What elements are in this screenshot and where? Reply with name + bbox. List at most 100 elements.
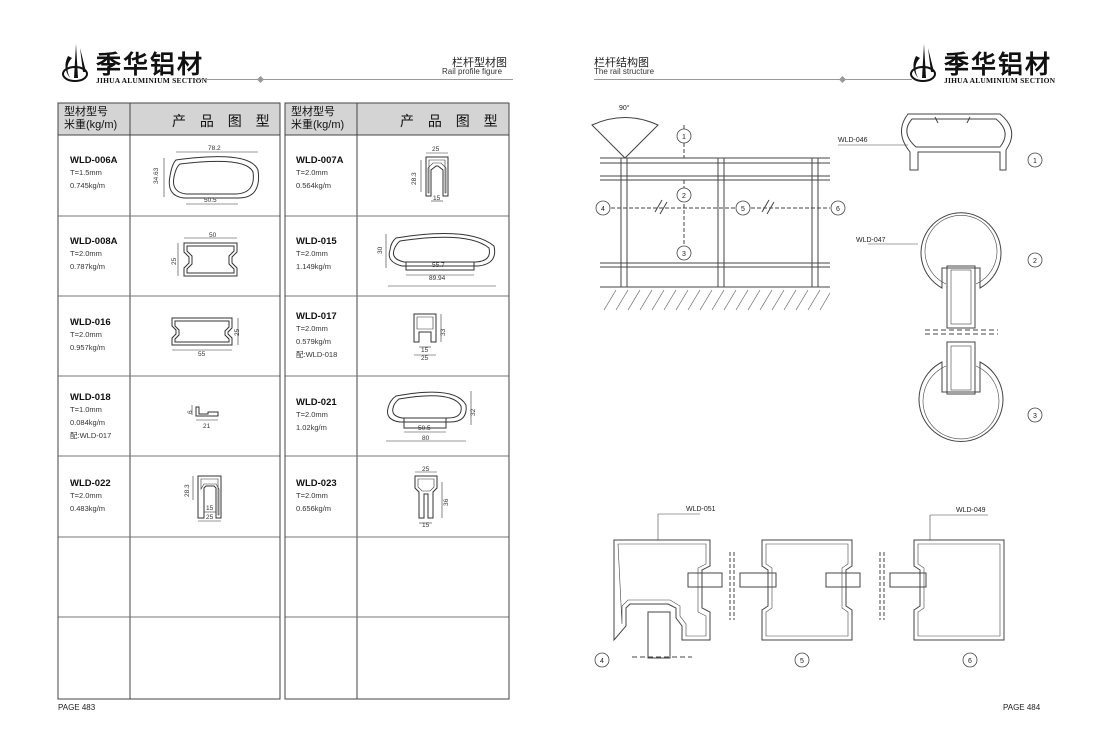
col-header-image: 产 品 图 型 (172, 113, 275, 129)
model-code: WLD-021 (296, 397, 337, 408)
dim-label: 50.5 (418, 425, 431, 432)
dim-label: 28.3 (411, 172, 418, 185)
weight: 0.564kg/m (296, 181, 332, 190)
section-wld-047 (868, 212, 1002, 335)
left-page-subtitle: Rail profile figure (442, 67, 503, 76)
table-row: WLD-017 T=2.0mm 0.579kg/m 配:WLD-018 (296, 311, 337, 361)
table-row: WLD-018 T=1.0mm 0.084kg/m 配:WLD-017 (70, 392, 111, 442)
section-joint-middle (739, 539, 885, 641)
marker-3 (1027, 407, 1043, 423)
table-row: WLD-015 T=2.0mm 1.149kg/m (296, 236, 337, 273)
marker-2 (676, 187, 692, 203)
thickness: T=2.0mm (296, 168, 328, 177)
left-page-title: 栏杆型材图 (452, 57, 507, 69)
dim-label: 25 (432, 146, 440, 153)
floor-hatching (603, 289, 831, 311)
dim-label: 55 (198, 351, 206, 358)
dim-label: 50.5 (204, 197, 217, 204)
section-wld-046 (838, 113, 1013, 171)
weight: 0.745kg/m (70, 181, 106, 190)
section-wld-051 (613, 513, 735, 659)
thickness: T=1.0mm (70, 405, 102, 414)
marker-label: 3 (1033, 413, 1037, 420)
marker-3 (676, 245, 692, 261)
brand-english-left: JIHUA ALUMINIUM SECTION (96, 76, 208, 85)
page-number-left: PAGE 483 (58, 703, 96, 712)
marker-label: 6 (968, 658, 972, 665)
matching-part: 配:WLD-018 (296, 350, 338, 359)
table-row: WLD-008A T=2.0mm 0.787kg/m (70, 236, 118, 273)
profile-wld-021 (386, 391, 472, 442)
marker-4 (595, 200, 611, 216)
weight: 0.656kg/m (296, 504, 332, 513)
dim-label: 50 (209, 232, 217, 239)
header-rule-left (195, 79, 513, 80)
profile-wld-018 (191, 405, 219, 421)
dim-label: 33 (440, 328, 447, 336)
header-rule-right (594, 79, 912, 80)
section-post-round (918, 341, 1004, 442)
marker-label: 5 (741, 206, 745, 213)
thickness: T=2.0mm (296, 410, 328, 419)
marker-label: 2 (1033, 258, 1037, 265)
marker-4 (594, 652, 610, 668)
marker-5 (794, 652, 810, 668)
table-row: WLD-021 T=2.0mm 1.02kg/m (296, 397, 337, 434)
page-number-right: PAGE 484 (1003, 703, 1041, 712)
dim-label: 55.7 (432, 262, 445, 269)
marker-label: 4 (601, 206, 605, 213)
marker-label: 4 (600, 658, 604, 665)
brand-name-left: 季华铝材 (96, 50, 205, 79)
profile-wld-007a (420, 152, 449, 202)
railing-elevation (591, 117, 830, 288)
weight: 0.084kg/m (70, 418, 106, 427)
thickness: T=2.0mm (296, 249, 328, 258)
profile-wld-022 (192, 475, 222, 522)
thickness: T=1.5mm (70, 168, 102, 177)
col-header-weight: 米重(kg/m) (291, 119, 345, 131)
weight: 0.483kg/m (70, 504, 106, 513)
right-page-title: 栏杆结构图 (594, 57, 649, 69)
dim-label: 25 (234, 328, 241, 336)
table-row: WLD-007A T=2.0mm 0.564kg/m (296, 155, 344, 192)
marker-6 (830, 200, 846, 216)
weight: 0.579kg/m (296, 337, 332, 346)
jihua-logo-icon (62, 44, 88, 82)
dim-label: 15 (422, 522, 430, 529)
col-header-model: 型材型号 (291, 106, 335, 118)
dim-label: 15 (421, 347, 429, 354)
model-code: WLD-023 (296, 478, 337, 489)
marker-label: 2 (682, 193, 686, 200)
model-code: WLD-006A (70, 155, 118, 166)
profile-wld-017 (413, 313, 442, 356)
weight: 0.787kg/m (70, 262, 106, 271)
marker-1 (1027, 152, 1043, 168)
profile-wld-006a (163, 151, 260, 205)
thickness: T=2.0mm (296, 491, 328, 500)
marker-1 (676, 128, 692, 144)
profile-wld-015 (385, 233, 496, 287)
right-page-subtitle: The rail structure (594, 67, 655, 76)
profile-wld-016 (171, 317, 239, 351)
marker-label: 1 (1033, 158, 1037, 165)
marker-label: 3 (682, 251, 686, 258)
dim-label: 28.3 (184, 484, 191, 497)
matching-part: 配:WLD-017 (70, 431, 112, 440)
weight: 1.149kg/m (296, 262, 332, 271)
callout-wld-046: WLD-046 (838, 137, 868, 144)
brand-name-right: 季华铝材 (944, 50, 1053, 79)
dim-label: 6 (187, 410, 194, 414)
dim-label: 80 (422, 435, 430, 442)
marker-label: 5 (800, 658, 804, 665)
dim-label: 78.2 (208, 145, 221, 152)
model-code: WLD-017 (296, 311, 337, 322)
profile-wld-023 (414, 471, 443, 524)
callout-wld-049: WLD-049 (956, 507, 986, 514)
model-code: WLD-016 (70, 317, 111, 328)
col-header-image: 产 品 图 型 (400, 113, 503, 129)
callout-wld-051: WLD-051 (686, 506, 716, 513)
marker-6 (962, 652, 978, 668)
angle-label: 90° (619, 104, 630, 112)
